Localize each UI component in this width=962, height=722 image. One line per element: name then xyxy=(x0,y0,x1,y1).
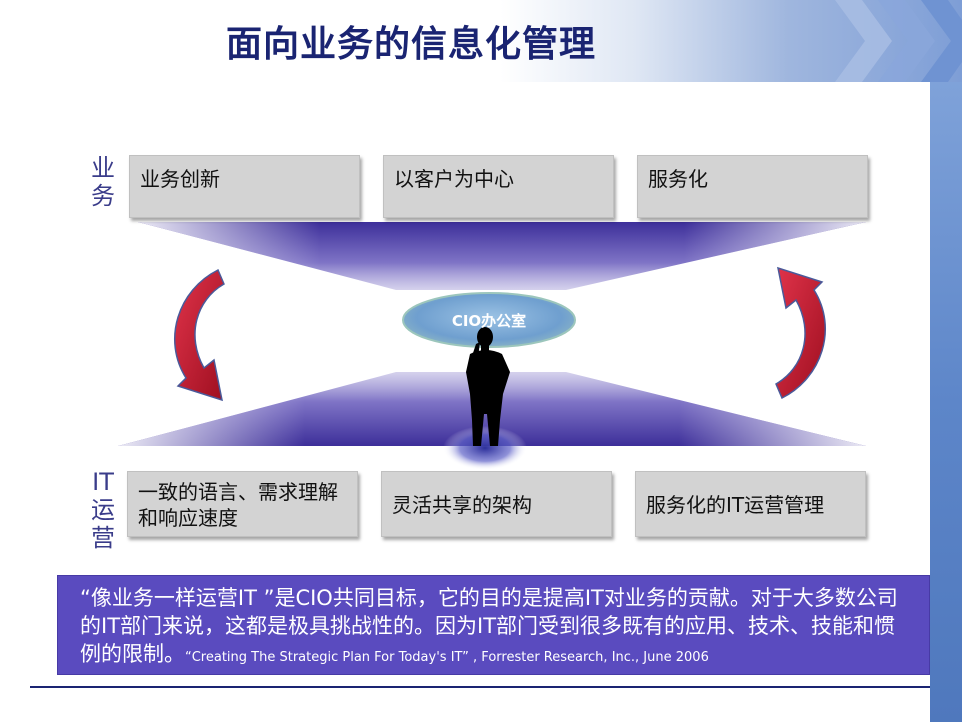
it-label-char-1: IT xyxy=(92,468,114,496)
citation-text: “Creating The Strategic Plan For Today's… xyxy=(185,650,709,665)
cio-office-label: CIO办公室 xyxy=(451,312,527,330)
header-band xyxy=(0,0,962,82)
quote-box: “像业务一样运营IT ”是CIO共同目标，它的目的是提高IT对业务的贡献。对于大… xyxy=(57,575,930,675)
it-box-service-operations: 服务化的IT运营管理 xyxy=(635,471,866,537)
right-cycle-arrow-icon xyxy=(775,266,827,400)
business-side-label: 业 务 xyxy=(86,154,120,210)
business-label-char-2: 务 xyxy=(91,182,115,210)
business-box-customer-centric: 以客户为中心 xyxy=(383,155,614,218)
business-label-char-1: 业 xyxy=(91,154,115,182)
right-side-bar xyxy=(930,82,962,722)
it-label-char-3: 营 xyxy=(91,524,115,552)
quote-text: “像业务一样运营IT ”是CIO共同目标，它的目的是提高IT对业务的贡献。对于大… xyxy=(80,586,898,666)
page-title: 面向业务的信息化管理 xyxy=(226,24,597,65)
business-box-innovation: 业务创新 xyxy=(129,155,360,218)
it-side-label: IT 运 营 xyxy=(86,468,120,552)
business-box-service: 服务化 xyxy=(637,155,868,218)
person-silhouette-icon xyxy=(466,327,510,446)
bottom-divider xyxy=(30,686,930,688)
it-box-shared-architecture: 灵活共享的架构 xyxy=(381,471,612,537)
it-label-char-2: 运 xyxy=(91,496,115,524)
it-box-common-language: 一致的语言、需求理解和响应速度 xyxy=(127,471,358,537)
left-cycle-arrow-icon xyxy=(173,268,225,402)
chevron-decoration-icon xyxy=(835,0,962,82)
